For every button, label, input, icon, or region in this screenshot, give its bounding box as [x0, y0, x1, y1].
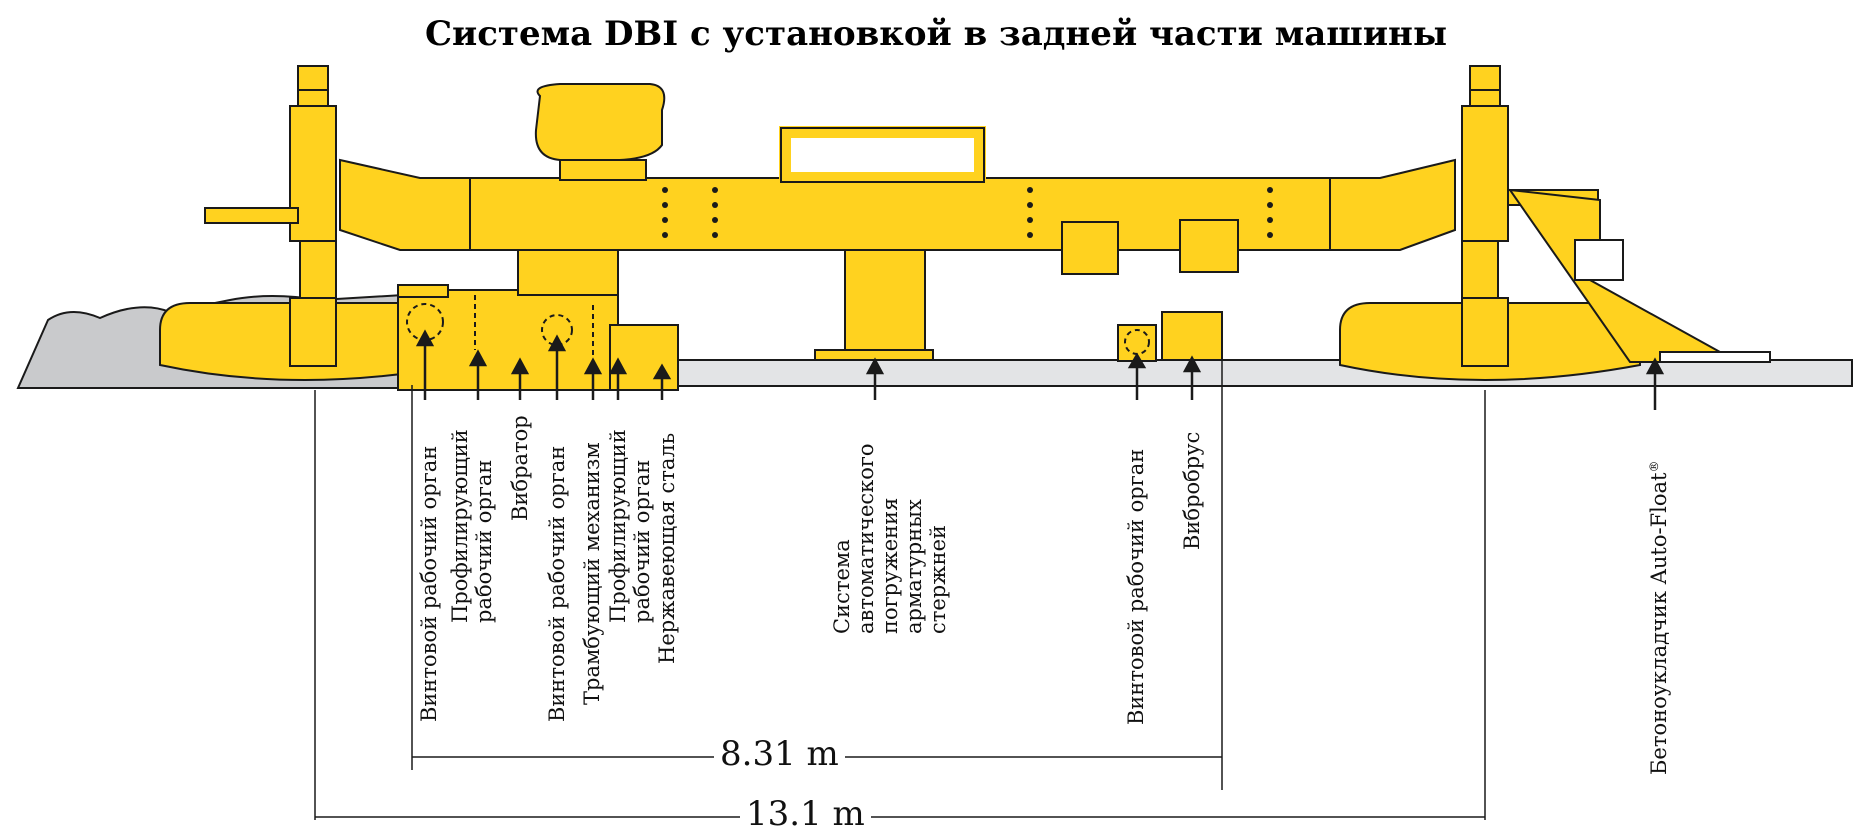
- dbi-frame: [844, 249, 926, 356]
- right-leg-top: [1469, 65, 1501, 91]
- label-tamper: Трамбующий механизм: [580, 442, 604, 705]
- label-profiling-2: Профилирующий рабочий орган: [606, 429, 654, 623]
- label-profiling-2-line-2: рабочий орган: [630, 459, 654, 623]
- label-dbi-line-2: автоматического: [854, 443, 878, 634]
- dimension-inner: 8.31 m: [714, 734, 845, 774]
- vibrobeam: [1161, 311, 1223, 361]
- right-arm: [1329, 158, 1456, 251]
- engine: [534, 83, 666, 162]
- dimension-outer: 13.1 m: [740, 794, 871, 834]
- label-auger-3: Винтовой рабочий орган: [1124, 448, 1148, 725]
- label-autofloat-text: Бетоноукладчик Auto-Float: [1647, 472, 1671, 775]
- left-leg-lower: [299, 240, 337, 302]
- label-dbi: Система автоматического погружения армат…: [830, 443, 950, 634]
- label-auger-2: Винтовой рабочий орган: [545, 445, 569, 722]
- label-profiling-1-line-2: рабочий орган: [472, 459, 496, 623]
- diagram-title: Система DBI с установкой в задней части …: [424, 14, 1448, 54]
- label-dbi-line-1: Система: [830, 539, 854, 634]
- registered-mark: ®: [1647, 460, 1661, 473]
- label-autofloat: Бетоноукладчик Auto-Float®: [1642, 461, 1671, 775]
- label-profiling-1: Профилирующий рабочий орган: [448, 429, 496, 623]
- right-leg-column: [1461, 105, 1509, 242]
- label-dbi-line-4: арматурных: [902, 499, 926, 634]
- left-arm: [339, 158, 471, 251]
- label-vibrobeam: Вибробрус: [1180, 431, 1204, 550]
- label-profiling-1-line-1: Профилирующий: [448, 429, 472, 623]
- left-leg-foot: [289, 297, 337, 367]
- right-leg-lower: [1461, 240, 1499, 302]
- left-leg-top: [297, 65, 329, 91]
- label-stainless: Нержавеющая сталь: [655, 432, 679, 664]
- right-leg-foot: [1461, 297, 1509, 367]
- label-profiling-2-line-1: Профилирующий: [606, 429, 630, 623]
- handle: [779, 126, 986, 184]
- label-vibrator: Вибратор: [508, 415, 532, 521]
- label-dbi-line-5: стержней: [926, 525, 950, 634]
- label-auger-1: Винтовой рабочий орган: [417, 445, 441, 722]
- label-dbi-line-3: погружения: [878, 497, 902, 634]
